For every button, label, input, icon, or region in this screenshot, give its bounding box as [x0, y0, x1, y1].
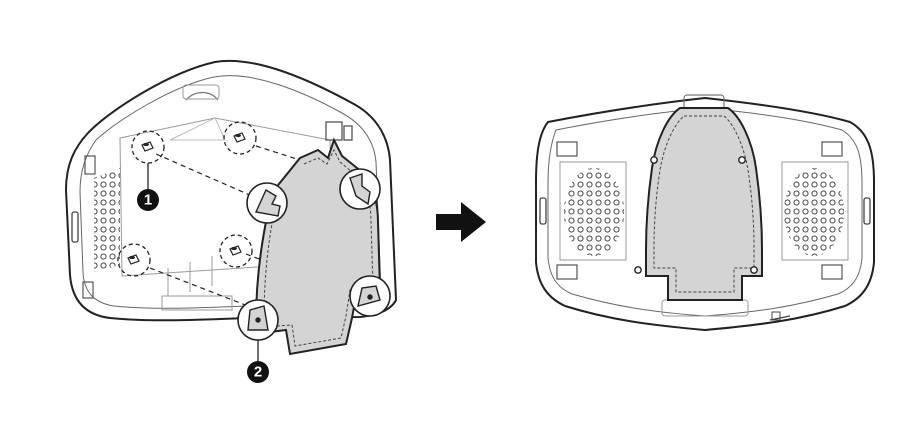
cleaning-pad-attached — [634, 107, 763, 301]
alignment-guides — [149, 145, 301, 307]
right-arrow-icon — [436, 202, 486, 242]
mounting-peg-top-right — [223, 121, 257, 155]
callout-1: 1 — [137, 189, 159, 211]
mounting-peg-bottom-right — [219, 234, 253, 268]
mounting-peg-top-left — [131, 130, 165, 164]
svg-text:1: 1 — [144, 192, 152, 209]
callout-2: 2 — [247, 361, 269, 383]
svg-text:2: 2 — [254, 364, 262, 381]
mounting-peg-bottom-left — [117, 243, 151, 277]
